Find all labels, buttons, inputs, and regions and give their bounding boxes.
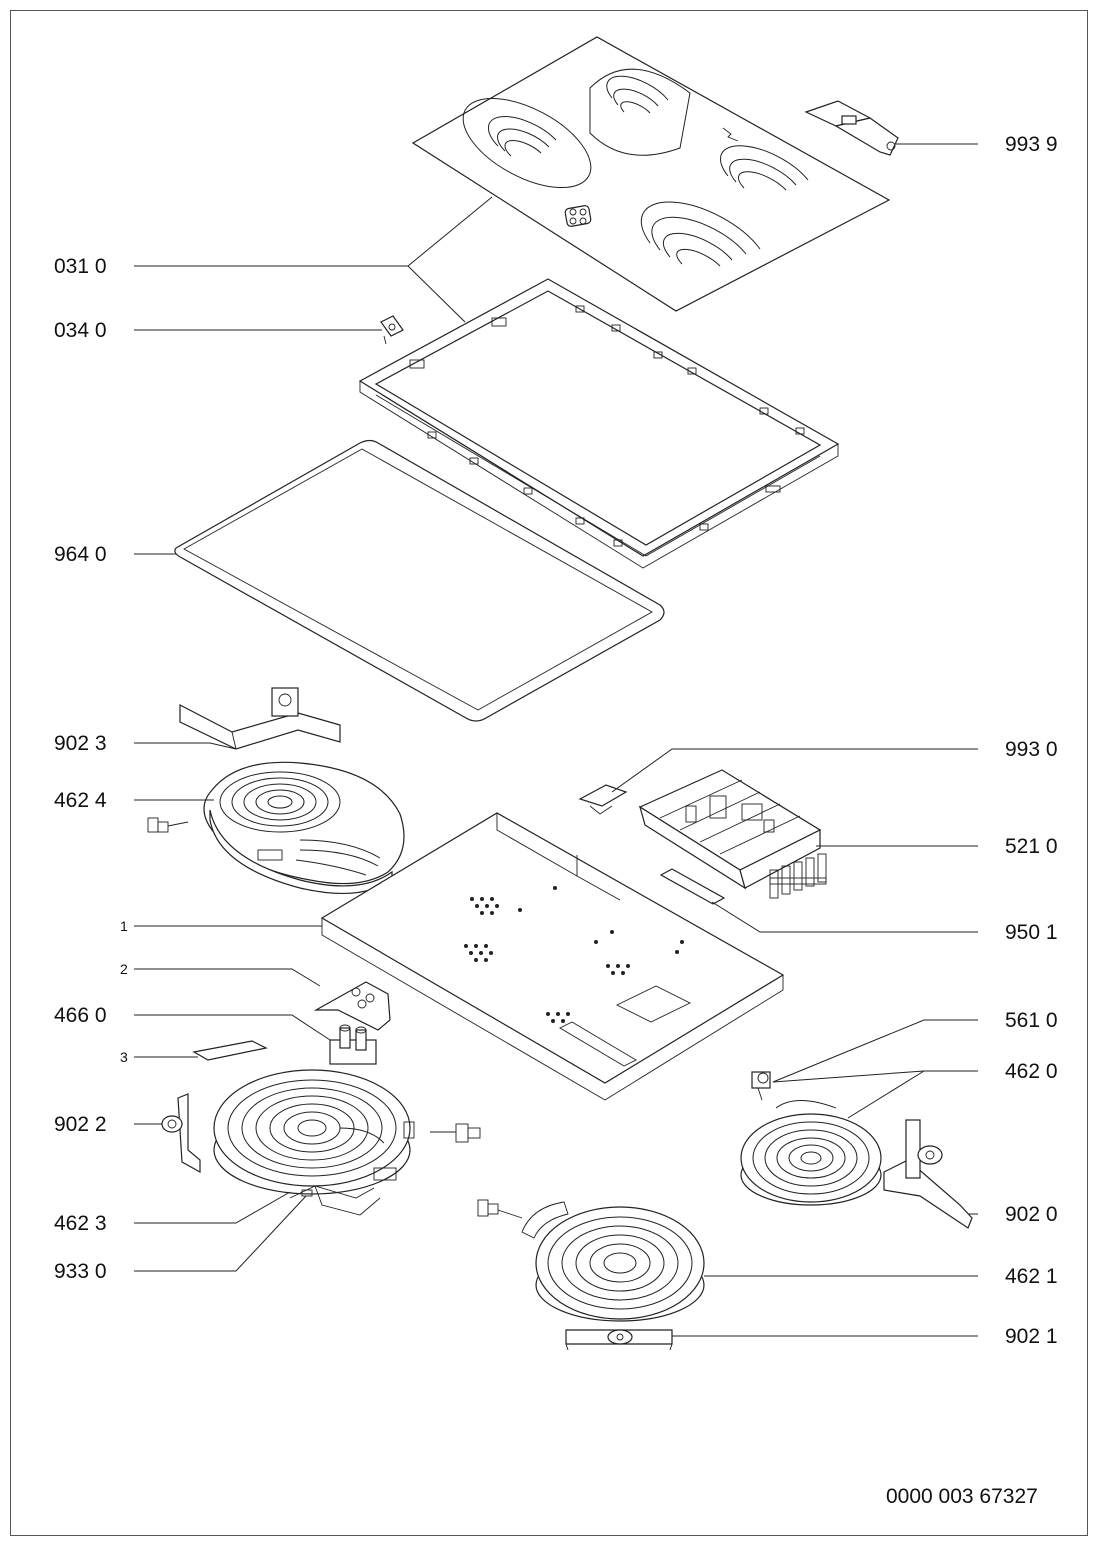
label-462-4: 462 4	[54, 789, 107, 812]
label-964-0: 964 0	[54, 543, 107, 566]
base-pan	[320, 812, 785, 1101]
heater-462-0	[740, 1100, 882, 1206]
bracket-902-2	[161, 1093, 201, 1174]
heater-462-3	[213, 1069, 481, 1195]
heater-462-4	[147, 761, 405, 895]
electronic-box-521-0	[638, 769, 827, 899]
label-933-0: 933 0	[54, 1260, 107, 1283]
label-561-0: 561 0	[1005, 1009, 1058, 1032]
hob-frame	[358, 278, 840, 569]
seal-gasket	[174, 439, 665, 722]
drawing-frame	[10, 10, 1088, 1536]
label-902-0: 902 0	[1005, 1203, 1058, 1226]
drawing-number: 0000 003 67327	[886, 1485, 1038, 1508]
label-2: 2	[120, 961, 128, 977]
label-034-0: 034 0	[54, 319, 107, 342]
part-933-0	[289, 1185, 381, 1216]
leader-lines	[134, 143, 978, 1337]
part-labels: 993 9 031 0 034 0 964 0 902 3 462 4 993 …	[54, 133, 1058, 1508]
label-521-0: 521 0	[1005, 835, 1058, 858]
bracket-902-0	[883, 1119, 973, 1229]
label-462-0: 462 0	[1005, 1060, 1058, 1083]
bracket-2	[313, 981, 391, 1031]
label-462-1: 462 1	[1005, 1265, 1058, 1288]
label-466-0: 466 0	[54, 1004, 107, 1027]
label-950-1: 950 1	[1005, 921, 1058, 944]
part-561-0	[751, 1071, 771, 1101]
heater-462-1	[477, 1199, 705, 1322]
label-902-1: 902 1	[1005, 1325, 1058, 1348]
clip-034-0	[380, 315, 404, 345]
strip-950-1	[659, 868, 726, 905]
label-1: 1	[120, 918, 128, 934]
label-3: 3	[120, 1049, 128, 1065]
bracket-902-1	[565, 1329, 673, 1351]
bracket-902-3	[179, 687, 341, 750]
label-462-3: 462 3	[54, 1212, 107, 1235]
switch-block-466-0	[329, 1024, 377, 1065]
label-031-0: 031 0	[54, 255, 107, 278]
label-993-9: 993 9	[1005, 133, 1058, 156]
glass-ceramic-top	[411, 36, 891, 312]
plate-3	[192, 1040, 268, 1061]
label-902-3: 902 3	[54, 732, 107, 755]
switch-993-0	[578, 784, 628, 815]
label-902-2: 902 2	[54, 1113, 107, 1136]
switch-unit-993-9	[804, 100, 899, 156]
label-993-0: 993 0	[1005, 738, 1058, 761]
